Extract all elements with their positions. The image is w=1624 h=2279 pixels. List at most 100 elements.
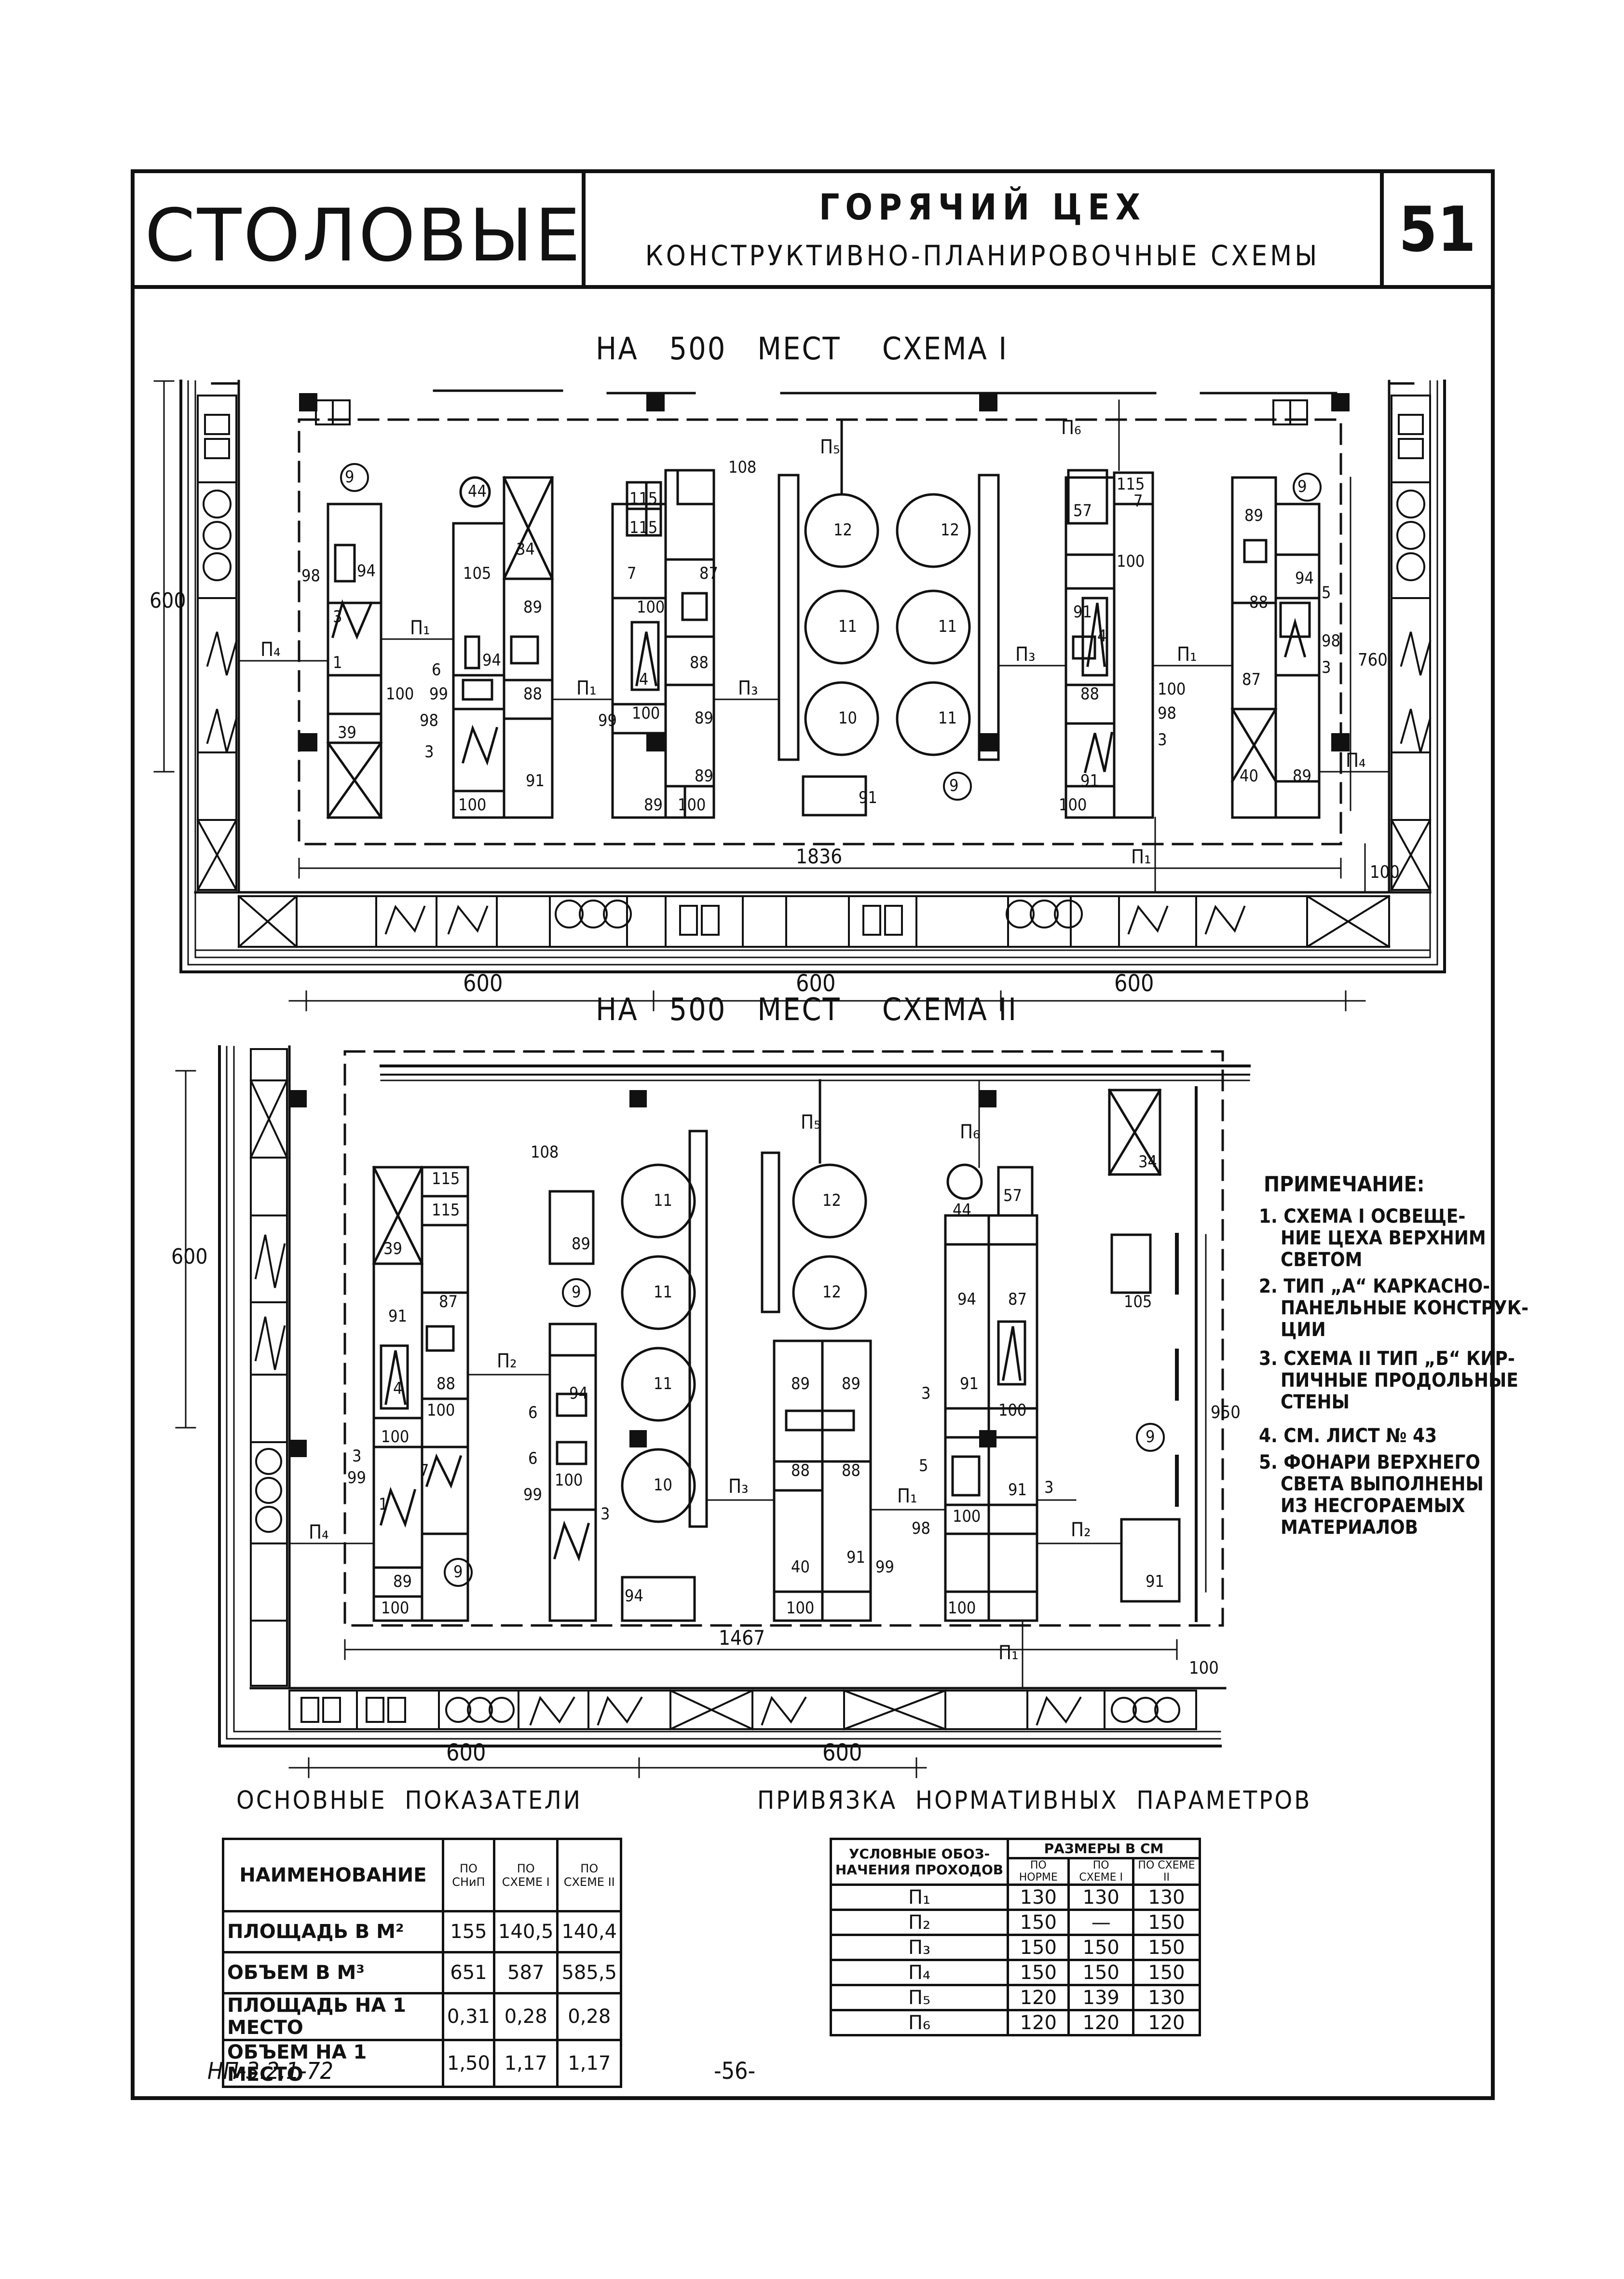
table-row: ПЛОЩАДЬ В М² 155 140,5 140,4 (222, 1910, 622, 1953)
plan-label: 94 (569, 1384, 588, 1403)
plan-label: СВЕТА ВЫПОЛНЕНЫ (1281, 1473, 1484, 1495)
plan-label: 94 (1295, 569, 1314, 588)
drawing-stroke (237, 895, 298, 948)
drawing-stroke (979, 733, 997, 751)
plan-label: 10 (838, 709, 857, 728)
plan-label: СТЕНЫ (1281, 1391, 1350, 1413)
scheme2-equipment (372, 1079, 1181, 1622)
plan-label: 91 (1146, 1572, 1164, 1591)
drawing-stroke (206, 631, 238, 676)
plan-label: 100 (427, 1401, 455, 1420)
page-number: -56- (714, 2058, 755, 2085)
plan-label: 115 (629, 489, 657, 508)
drawing-stroke (238, 895, 1390, 948)
plan-label: 4. СМ. ЛИСТ № 43 (1259, 1425, 1437, 1447)
plan-label: НИЕ ЦЕХА ВЕРХНИМ (1281, 1227, 1486, 1249)
drawing-stroke (1204, 904, 1246, 935)
drawing-stroke (250, 1048, 288, 1687)
drawing-stroke (197, 395, 237, 891)
plan-label: 1836 (796, 845, 842, 868)
plan-label: 9 (345, 467, 354, 487)
scheme2-bottom-panels (288, 1689, 1197, 1731)
drawing-stroke (464, 635, 480, 669)
plan-label: 89 (791, 1374, 810, 1393)
plan-label: 11 (654, 1374, 672, 1393)
equipment-round (792, 1255, 867, 1330)
plan-label: 44 (468, 482, 487, 501)
plan-label: П₂ (1071, 1519, 1091, 1541)
plan-label: 950 (1211, 1403, 1241, 1422)
drawing-stroke (233, 1046, 1221, 1733)
scheme1-work-zone (298, 418, 1342, 846)
equipment-round (621, 1163, 696, 1239)
plan-label: 600 (150, 588, 186, 613)
drawing-stroke (179, 380, 1446, 973)
plan-label: 2. ТИП „А“ КАРКАСНО- (1259, 1275, 1490, 1297)
plan-label: 88 (1249, 593, 1268, 612)
drawing-stroke (206, 709, 238, 753)
plan-label: 9 (572, 1283, 581, 1302)
drawing-stroke (249, 1079, 288, 1159)
plan-label: 3 (921, 1384, 930, 1403)
scheme1-walls (179, 380, 1446, 973)
equipment-round (621, 1347, 696, 1422)
plan-label: 115 (629, 518, 657, 537)
drawing-stroke (646, 733, 665, 751)
drawing-stroke (425, 1325, 455, 1352)
plan-label: П₃ (738, 677, 758, 699)
equipment-round (1396, 552, 1425, 581)
drawing-stroke (254, 1316, 286, 1370)
plan-label: 57 (1003, 1186, 1022, 1205)
plan-label: МАТЕРИАЛОВ (1281, 1516, 1418, 1539)
plan-label: 3 (352, 1447, 361, 1466)
drawing-stroke (997, 1166, 1034, 1217)
plan-label: 3 (1158, 730, 1167, 750)
plan-label: 600 (463, 970, 503, 997)
plan-label: 91 (960, 1374, 979, 1393)
scheme2-walls (218, 1045, 1251, 1747)
drawing-stroke (821, 1339, 872, 1622)
plan-label: 39 (338, 723, 356, 742)
equipment-round (804, 589, 879, 665)
plan-label: 7 (627, 564, 636, 583)
plan-label: 3 (333, 607, 342, 627)
drawing-stroke (1400, 709, 1432, 753)
drawing-stroke (1391, 395, 1431, 891)
equipment-round (579, 900, 608, 928)
drawing-stroke (299, 733, 317, 751)
drawing-stroke (629, 1090, 647, 1107)
scheme2-passages (288, 1079, 1122, 1689)
plan-label: 91 (388, 1307, 407, 1326)
drawing-stroke (635, 631, 657, 686)
plan-label: 91 (1073, 602, 1092, 622)
scheme2-dimensions (175, 1070, 1207, 1778)
drawing-stroke (884, 905, 903, 936)
table-header-row: УСЛОВНЫЕ ОБОЗ- НАЧЕНИЯ ПРОХОДОВ РАЗМЕРЫ … (830, 1838, 1201, 1886)
plan-label: 760 (1358, 650, 1388, 670)
scheme2-work-zone (343, 1050, 1224, 1627)
plan-label: 89 (1293, 766, 1311, 786)
equipment-round (1293, 473, 1322, 502)
plan-label: П₁ (410, 617, 430, 639)
drawing-stroke (785, 1409, 855, 1432)
plan-label: СВЕТОМ (1281, 1249, 1362, 1271)
plan-label: П₁ (576, 677, 596, 699)
equipment-round (255, 1506, 282, 1533)
plan-label: 91 (846, 1548, 865, 1567)
plan-label: 87 (439, 1292, 458, 1311)
equipment-round (896, 589, 971, 665)
plan-label: 34 (516, 540, 535, 559)
notes-block: ПРИМЕЧАНИЕ: 1. СХЕМА I ОСВЕЩЕ- НИЕ ЦЕХА … (1259, 1172, 1528, 1539)
equipment-round (255, 1477, 282, 1504)
scheme1-title: НА 500 МЕСТ СХЕМА I (596, 331, 1008, 367)
plan-label: 94 (625, 1586, 643, 1606)
plan-label: 94 (957, 1290, 976, 1309)
col-header-snip: ПО СНиП (441, 1838, 495, 1912)
drawing-stroke (1283, 617, 1307, 658)
equipment-round (621, 1255, 696, 1330)
plan-label: 40 (1240, 766, 1258, 786)
plan-label: П₂ (497, 1350, 517, 1372)
plan-label: 6 (528, 1403, 537, 1422)
